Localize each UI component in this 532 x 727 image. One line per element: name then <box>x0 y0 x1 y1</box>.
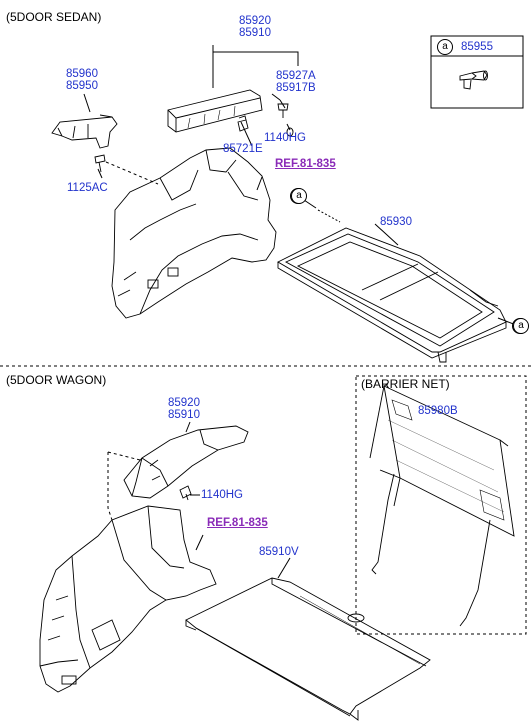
screw-1125ac <box>94 154 106 173</box>
ref-link-sedan[interactable]: REF.81-835 <box>275 158 336 170</box>
label-85960: 85960 <box>66 68 98 80</box>
label-85910v: 85910V <box>259 546 299 558</box>
quarter-trim-sedan <box>111 147 277 319</box>
label-85920-wagon: 85920 <box>168 397 200 409</box>
callout-a-top: a <box>291 188 307 204</box>
upper-trim-85920 <box>123 425 249 499</box>
sedan-section-title: (5DOOR SEDAN) <box>6 10 102 24</box>
bracket-85960 <box>51 114 118 149</box>
label-85927a: 85927A <box>276 70 316 82</box>
label-85721e: 85721E <box>223 143 263 155</box>
barrier-net-85980b <box>369 383 515 627</box>
label-85910-wagon: 85910 <box>168 409 200 421</box>
cap-85721e <box>237 115 249 132</box>
quarter-trim-wagon <box>39 505 217 693</box>
cargo-cover-85930 <box>277 227 507 363</box>
label-85910: 85910 <box>239 27 271 39</box>
label-1140hg-wagon: 1140HG <box>201 489 243 501</box>
label-85917b: 85917B <box>276 82 316 94</box>
callout-a-right: a <box>513 318 529 334</box>
label-85920: 85920 <box>239 15 271 27</box>
stop-lamp-85920 <box>167 89 263 133</box>
label-85930: 85930 <box>380 216 412 228</box>
barrier-net-title: (BARRIER NET) <box>361 377 450 391</box>
barrier-net-box <box>355 375 527 635</box>
label-1140hg-sedan: 1140HG <box>264 132 306 144</box>
screw-1140hg-wagon <box>179 485 192 501</box>
label-85980b: 85980B <box>418 405 458 417</box>
legend-part-85955: 85955 <box>461 41 493 53</box>
legend-callout-a: a <box>437 39 453 55</box>
ref-link-wagon[interactable]: REF.81-835 <box>207 517 268 529</box>
screw-1140hg-sedan <box>277 103 289 118</box>
wagon-section-title: (5DOOR WAGON) <box>6 373 107 387</box>
legend-box <box>430 35 524 109</box>
label-1125ac: 1125AC <box>67 182 108 194</box>
cargo-cover-85910v <box>185 577 431 721</box>
clip-icon <box>459 70 488 90</box>
label-85950: 85950 <box>66 80 98 92</box>
